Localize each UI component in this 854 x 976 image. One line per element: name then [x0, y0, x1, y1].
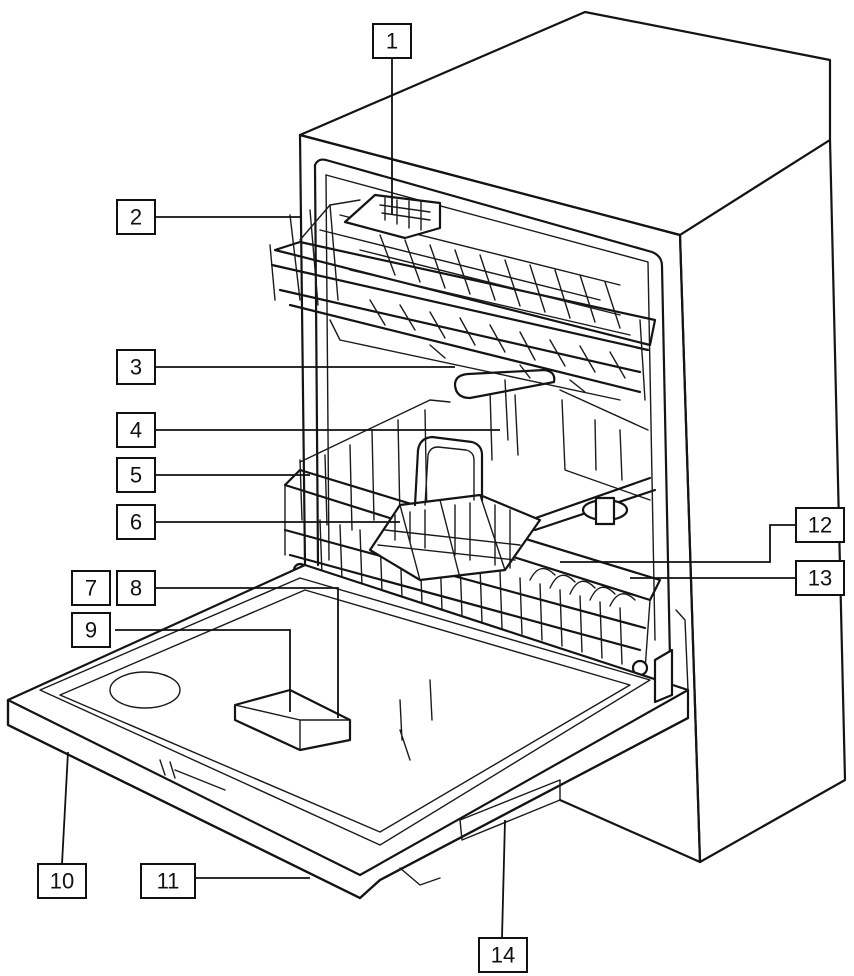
- callout-label: 13: [808, 566, 832, 591]
- open-door: [6, 563, 690, 900]
- callout-12: 12: [795, 507, 845, 543]
- callout-1: 1: [372, 23, 412, 59]
- callout-3: 3: [116, 349, 156, 385]
- callout-7: 7: [71, 570, 111, 606]
- callout-label: 5: [130, 463, 142, 488]
- callout-2: 2: [116, 199, 156, 235]
- callout-label: 8: [130, 576, 142, 601]
- callout-label: 6: [130, 510, 142, 535]
- callout-8: 8: [116, 570, 156, 606]
- callout-label: 1: [386, 29, 398, 54]
- callout-label: 2: [130, 205, 142, 230]
- callout-6: 6: [116, 504, 156, 540]
- callout-label: 11: [157, 869, 180, 894]
- callout-11: 11: [140, 863, 196, 899]
- upper-basket: [269, 193, 657, 401]
- callout-label: 10: [50, 869, 74, 894]
- callout-label: 12: [808, 513, 832, 538]
- callout-14: 14: [478, 937, 528, 973]
- leader-lines: [61, 58, 796, 939]
- callout-label: 7: [85, 576, 97, 601]
- callout-label: 14: [491, 943, 515, 968]
- callout-label: 9: [85, 618, 97, 643]
- callout-5: 5: [116, 457, 156, 493]
- callout-10: 10: [37, 863, 87, 899]
- callout-9: 9: [71, 612, 111, 648]
- callout-4: 4: [116, 412, 156, 448]
- callout-13: 13: [795, 560, 845, 596]
- callout-label: 4: [130, 418, 142, 443]
- callout-label: 3: [130, 355, 142, 380]
